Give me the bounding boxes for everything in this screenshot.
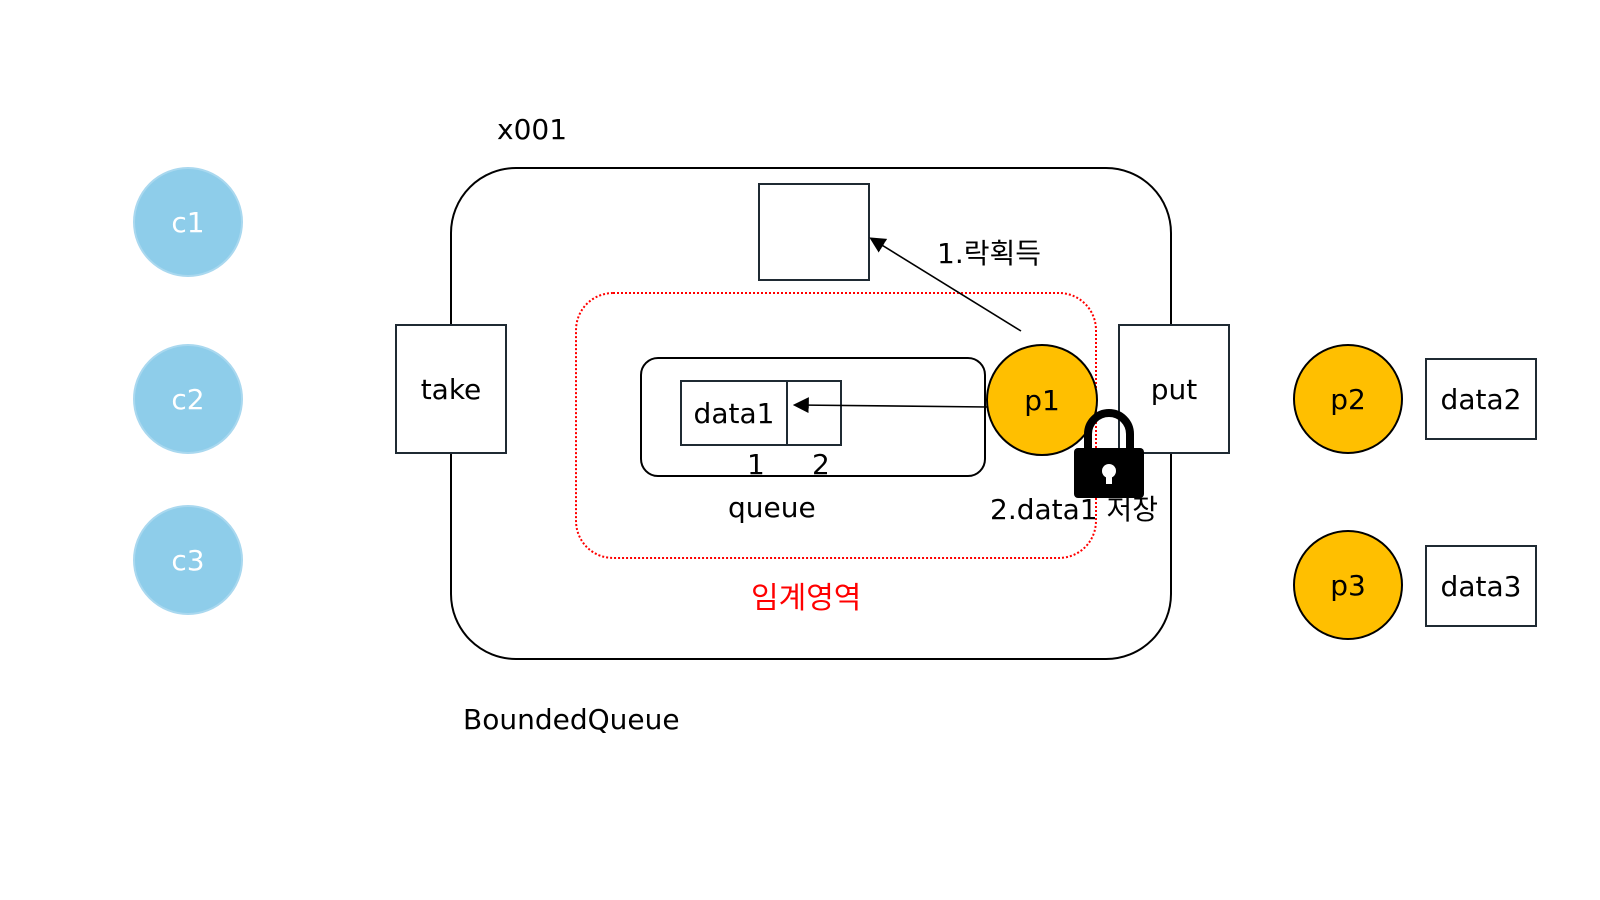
queue-index-2: 2 (812, 448, 830, 481)
consumer-c1: c1 (133, 167, 243, 277)
queue-index-1: 1 (747, 448, 765, 481)
queue-slot-1: data1 (680, 380, 788, 446)
producer-p2: p2 (1293, 344, 1403, 454)
producer-p3: p3 (1293, 530, 1403, 640)
step-acquire-lock-label: 1.락획득 (937, 237, 1041, 270)
queue-slot-2 (786, 380, 842, 446)
put-method-box: put (1118, 324, 1230, 454)
queue-label: queue (728, 491, 816, 524)
consumer-c2: c2 (133, 344, 243, 454)
step-store-data-label: 2.data1 저장 (990, 493, 1159, 526)
producer-p2-data-box: data2 (1425, 358, 1537, 440)
take-method-box: take (395, 324, 507, 454)
lock-icon (1074, 409, 1144, 498)
producer-p1: p1 (986, 344, 1098, 456)
critical-section (575, 292, 1097, 559)
lock-slot-box (758, 183, 870, 281)
producer-p3-data-box: data3 (1425, 545, 1537, 627)
instance-ref-label: x001 (497, 113, 568, 146)
class-name-label: BoundedQueue (463, 703, 680, 736)
critical-section-label: 임계영역 (751, 581, 862, 616)
consumer-c3: c3 (133, 505, 243, 615)
